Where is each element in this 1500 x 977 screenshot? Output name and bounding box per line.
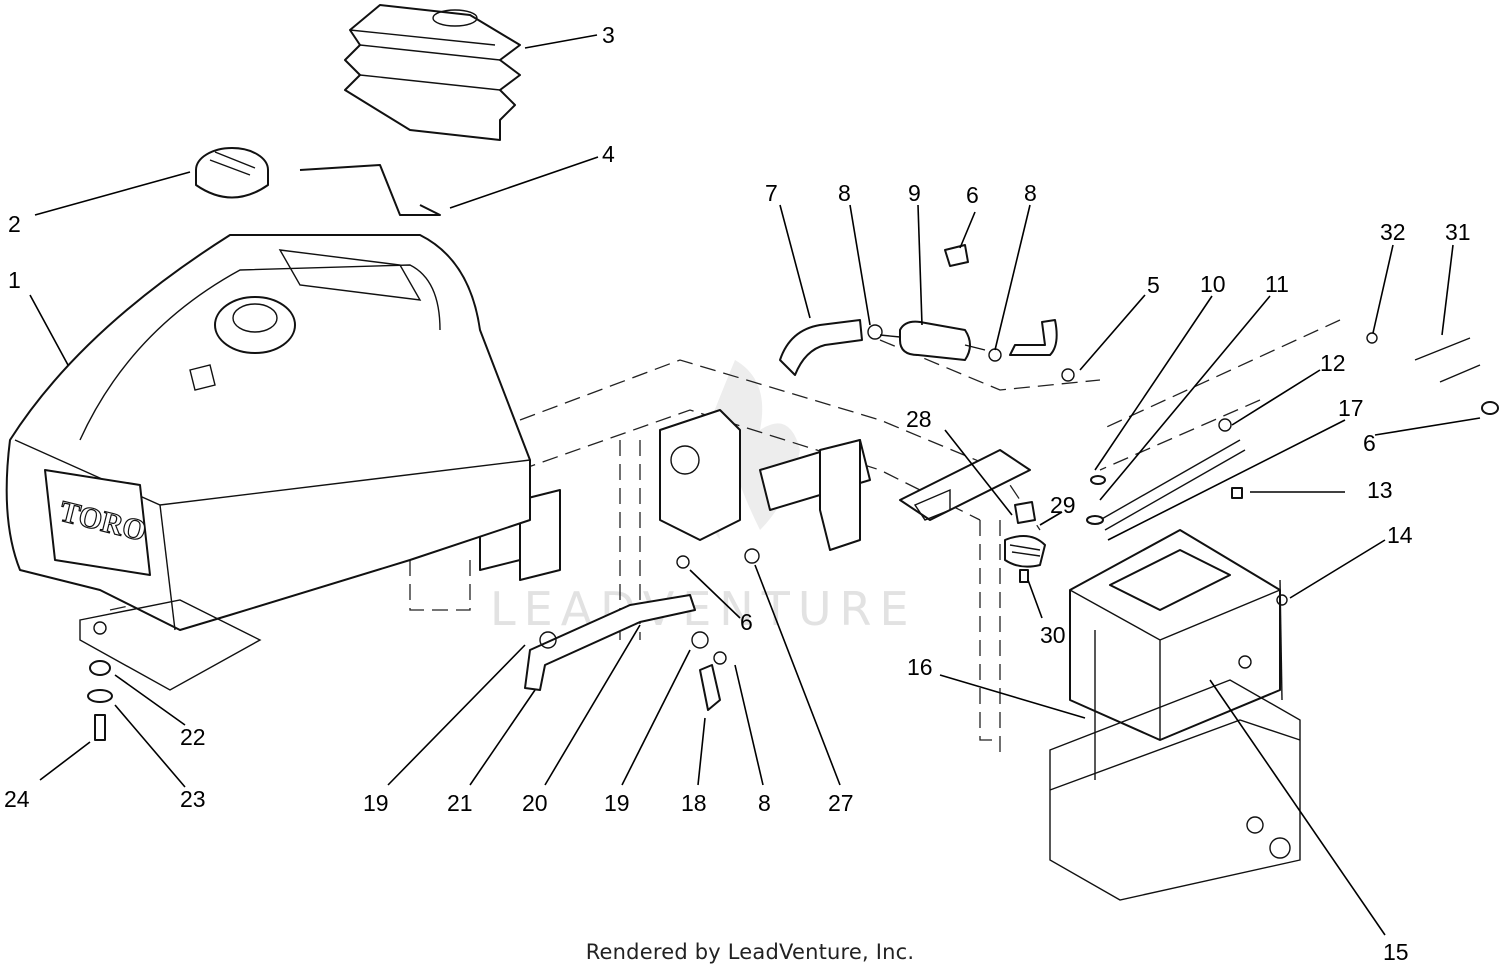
footer-credit: Rendered by LeadVenture, Inc. — [585, 940, 915, 964]
leader-lines — [29, 34, 1481, 936]
callout-14: 14 — [1387, 522, 1413, 548]
callout-27: 27 — [828, 790, 854, 816]
fuel-line-assembly — [779, 244, 1075, 382]
callout-6-right: 6 — [1363, 430, 1376, 456]
callout-31: 31 — [1445, 219, 1471, 245]
callout-7: 7 — [765, 180, 778, 206]
tank-clip — [299, 164, 441, 216]
watermark-text: LEADVENTURE — [490, 582, 917, 636]
callout-6-top: 6 — [966, 182, 979, 208]
callout-8-top-left: 8 — [838, 180, 851, 206]
callout-16: 16 — [907, 654, 933, 680]
callout-17: 17 — [1338, 395, 1364, 421]
callout-19-right: 19 — [604, 790, 630, 816]
callout-32: 32 — [1380, 219, 1406, 245]
frame-bracket — [479, 409, 1031, 581]
callout-2: 2 — [8, 211, 21, 237]
callout-1: 1 — [8, 267, 21, 293]
callout-8-bottom: 8 — [758, 790, 771, 816]
callout-15: 15 — [1383, 939, 1409, 965]
callout-30: 30 — [1040, 622, 1066, 648]
callout-24: 24 — [4, 786, 30, 812]
callout-19-left: 19 — [363, 790, 389, 816]
tank-mount-hardware — [79, 599, 262, 741]
callout-labels: 1 2 3 4 5 6 6 6 7 8 8 8 9 10 11 12 13 14… — [4, 22, 1471, 965]
fuel-tank: TORO — [5, 234, 531, 631]
filler-boot — [344, 4, 521, 141]
callout-10: 10 — [1200, 271, 1226, 297]
fuel-cap — [195, 147, 269, 199]
callout-6-center: 6 — [740, 609, 753, 635]
callout-20: 20 — [522, 790, 548, 816]
battery-hardware — [1086, 332, 1499, 780]
battery-tray — [1049, 679, 1301, 901]
callout-12: 12 — [1320, 350, 1346, 376]
callout-22: 22 — [180, 724, 206, 750]
battery — [1069, 529, 1281, 741]
lower-fuel-hose — [524, 548, 760, 711]
fuel-solenoid — [1004, 501, 1046, 583]
callout-11: 11 — [1265, 271, 1289, 297]
callout-28: 28 — [906, 406, 932, 432]
callout-29: 29 — [1050, 492, 1076, 518]
callout-4: 4 — [602, 141, 615, 167]
callout-3: 3 — [602, 22, 615, 48]
callout-21: 21 — [447, 790, 473, 816]
callout-23: 23 — [180, 786, 206, 812]
callout-8-top-right: 8 — [1024, 180, 1037, 206]
callout-18: 18 — [681, 790, 707, 816]
callout-5: 5 — [1147, 272, 1160, 298]
callout-9: 9 — [908, 180, 921, 206]
callout-13: 13 — [1367, 477, 1393, 503]
